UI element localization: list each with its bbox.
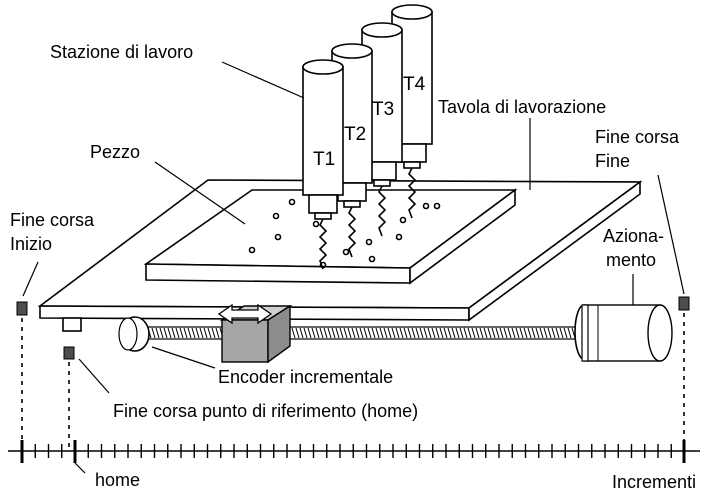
tool-label-t4: T4	[403, 74, 426, 95]
tool-label-t2: T2	[344, 124, 366, 145]
limit-switch-home	[63, 346, 75, 360]
tool-station: T1 T2 T3 T4	[302, 4, 433, 270]
limit-start-label-1: Fine corsa	[10, 210, 95, 230]
table-label: Tavola di lavorazione	[438, 97, 606, 117]
drive-label-1: Aziona-	[603, 226, 664, 246]
spindle-t1	[302, 59, 344, 270]
limit-end-label-2: Fine	[595, 151, 630, 171]
home-limit-label: Fine corsa punto di riferimento (home)	[113, 401, 418, 421]
position-markers	[21, 313, 685, 448]
limit-switch-start	[16, 301, 28, 316]
motion-arrow-icon	[217, 303, 273, 325]
drive-label-2: mento	[606, 250, 656, 270]
limit-end-label-1: Fine corsa	[595, 127, 680, 147]
encoder-label: Encoder incrementale	[218, 367, 393, 387]
encoder-disc	[118, 316, 150, 352]
limit-start-label-2: Inizio	[10, 234, 52, 254]
increment-scale	[8, 440, 700, 474]
increments-label: Incrementi	[612, 472, 696, 492]
limit-switch-end	[678, 296, 690, 311]
leader-lines	[22, 61, 685, 394]
drive-motor	[574, 304, 673, 362]
workpiece	[143, 188, 518, 285]
station-label: Stazione di lavoro	[50, 42, 193, 62]
workpiece-label: Pezzo	[90, 142, 140, 162]
home-label: home	[95, 470, 140, 490]
ball-screw	[139, 326, 581, 340]
tool-label-t1: T1	[313, 149, 335, 170]
tool-label-t3: T3	[372, 99, 394, 120]
support-block	[62, 317, 82, 332]
